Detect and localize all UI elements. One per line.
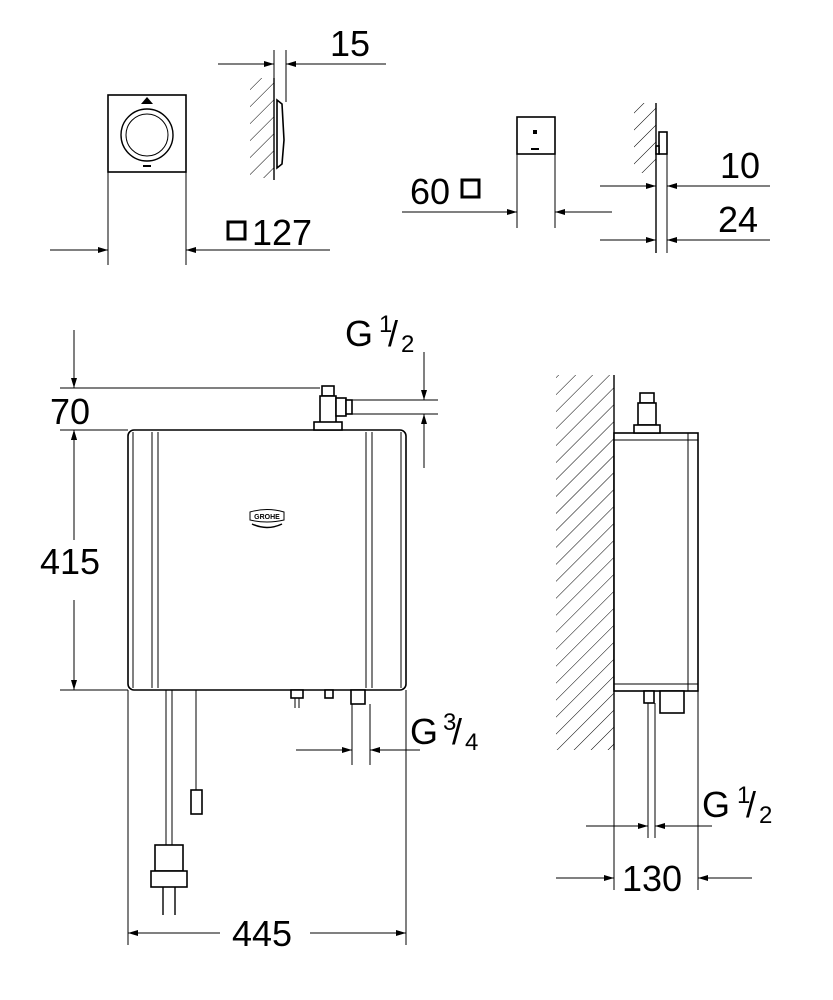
svg-text:G: G — [345, 313, 373, 354]
svg-text:GROHE: GROHE — [254, 514, 280, 521]
svg-text:/: / — [452, 711, 462, 752]
small-sensor-front-view: 60 — [402, 116, 612, 228]
dim-127-label: 127 — [252, 212, 312, 253]
dim-415-label: 415 — [40, 541, 100, 582]
svg-text:/: / — [388, 313, 398, 354]
thread-top-label: G 1 / 2 — [345, 311, 414, 358]
dim-70-label: 70 — [50, 391, 90, 432]
sensor-panel-side-view: 15 — [218, 23, 386, 180]
svg-text:2: 2 — [401, 331, 414, 358]
grohe-logo: GROHE — [249, 509, 285, 529]
dim-24-label: 24 — [718, 199, 758, 240]
dim-445-label: 445 — [232, 913, 292, 954]
dim-15-label: 15 — [330, 23, 370, 64]
svg-text:1: 1 — [379, 311, 392, 338]
dim-60-label: 60 — [410, 171, 450, 212]
small-sensor-side-view: 10 24 — [600, 103, 770, 253]
svg-text:4: 4 — [465, 729, 478, 756]
thread-side-label: G 1 / 2 — [702, 782, 772, 829]
dim-10-label: 10 — [720, 145, 760, 186]
svg-text:G: G — [410, 711, 438, 752]
svg-text:1: 1 — [737, 782, 750, 809]
svg-text:2: 2 — [759, 802, 772, 829]
dim-130-label: 130 — [622, 858, 682, 899]
bottom-connections — [150, 689, 366, 915]
svg-text:G: G — [702, 784, 730, 825]
svg-text:/: / — [746, 784, 756, 825]
square-symbol-icon — [460, 178, 481, 199]
svg-text:3: 3 — [443, 709, 456, 736]
heater-front-view: GROHE — [40, 311, 478, 954]
dimension-panel-size: 127 — [226, 212, 312, 253]
sensor-panel-front-view — [50, 94, 330, 265]
thread-bottom-label: G 3 / 4 — [410, 709, 478, 756]
top-inlet-fitting — [313, 385, 353, 431]
heater-side-view: G 1 / 2 130 — [556, 375, 772, 899]
square-symbol-icon — [226, 220, 247, 241]
